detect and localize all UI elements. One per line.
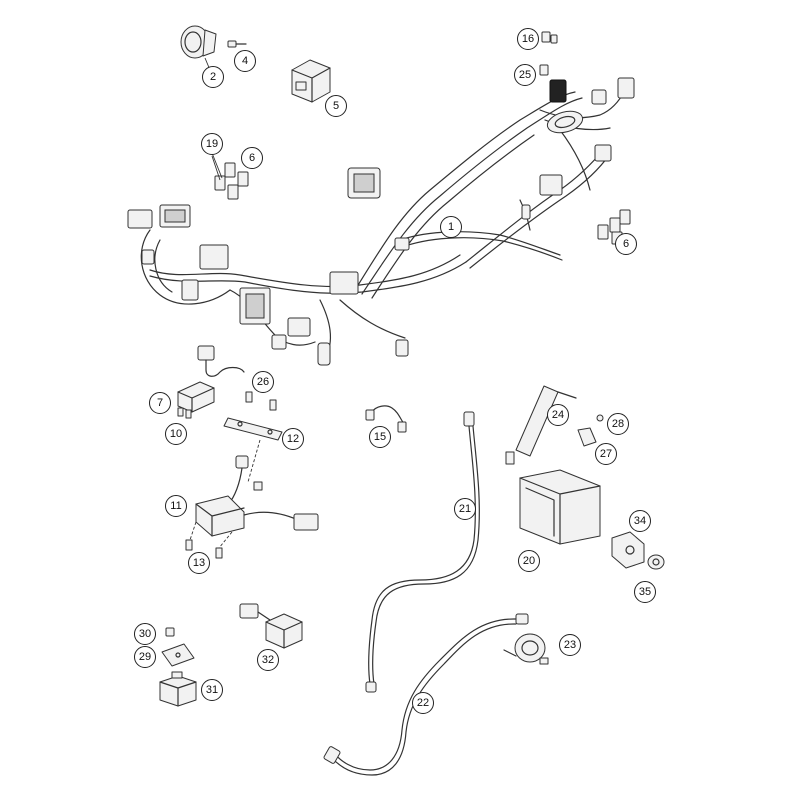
callout-16: 16 — [517, 28, 539, 50]
callout-24: 24 — [547, 404, 569, 426]
nut-part-28 — [596, 414, 604, 422]
clip-part-25 — [539, 64, 549, 76]
callout-4: 4 — [234, 50, 256, 72]
battery-cable-part-22 — [323, 613, 529, 776]
callout-11: 11 — [165, 495, 187, 517]
nut-part-30 — [165, 627, 175, 637]
callout-20: 20 — [518, 550, 540, 572]
callout-23: 23 — [559, 634, 581, 656]
callout-21: 21 — [454, 498, 476, 520]
regulator-part-11 — [185, 455, 319, 559]
callout-22: 22 — [412, 692, 434, 714]
callout-12: 12 — [282, 428, 304, 450]
callout-29: 29 — [134, 646, 156, 668]
relay-part-32 — [239, 603, 303, 649]
switch-part-34 — [611, 531, 645, 569]
grommet-part-35 — [647, 554, 665, 570]
horn-part — [180, 25, 217, 71]
fuse-set-left — [211, 155, 249, 200]
callout-30: 30 — [134, 623, 156, 645]
small-fuse-part-16 — [541, 31, 558, 44]
relay-part-5 — [291, 59, 331, 103]
screw-part-4 — [227, 40, 247, 48]
battery-cable-part-21 — [365, 411, 480, 693]
callout-35: 35 — [634, 581, 656, 603]
callout-28: 28 — [607, 413, 629, 435]
leader-line-19 — [211, 152, 223, 179]
callout-26: 26 — [252, 371, 274, 393]
battery-part-20 — [519, 469, 601, 545]
main-wiring-harness — [127, 77, 635, 366]
callout-13: 13 — [188, 552, 210, 574]
callout-5: 5 — [325, 95, 347, 117]
callout-25: 25 — [514, 64, 536, 86]
callout-7: 7 — [149, 392, 171, 414]
bracket-part-7 — [177, 345, 245, 419]
bolts-part-26 — [245, 391, 277, 411]
relay-part-31 — [159, 671, 197, 707]
callout-10: 10 — [165, 423, 187, 445]
callout-2: 2 — [202, 66, 224, 88]
plate-part-12 — [223, 417, 283, 483]
callout-6-left: 6 — [241, 147, 263, 169]
horn-part-23 — [503, 633, 549, 665]
callout-6-right: 6 — [615, 233, 637, 255]
callout-32: 32 — [257, 649, 279, 671]
bracket-part-27 — [577, 427, 597, 447]
bracket-part-29 — [161, 643, 195, 667]
callout-19: 19 — [201, 133, 223, 155]
callout-31: 31 — [201, 679, 223, 701]
callout-1: 1 — [440, 216, 462, 238]
callout-27: 27 — [595, 443, 617, 465]
cable-part-15 — [365, 405, 407, 433]
callout-15: 15 — [369, 426, 391, 448]
strap-part-24 — [505, 385, 577, 465]
callout-34: 34 — [629, 510, 651, 532]
